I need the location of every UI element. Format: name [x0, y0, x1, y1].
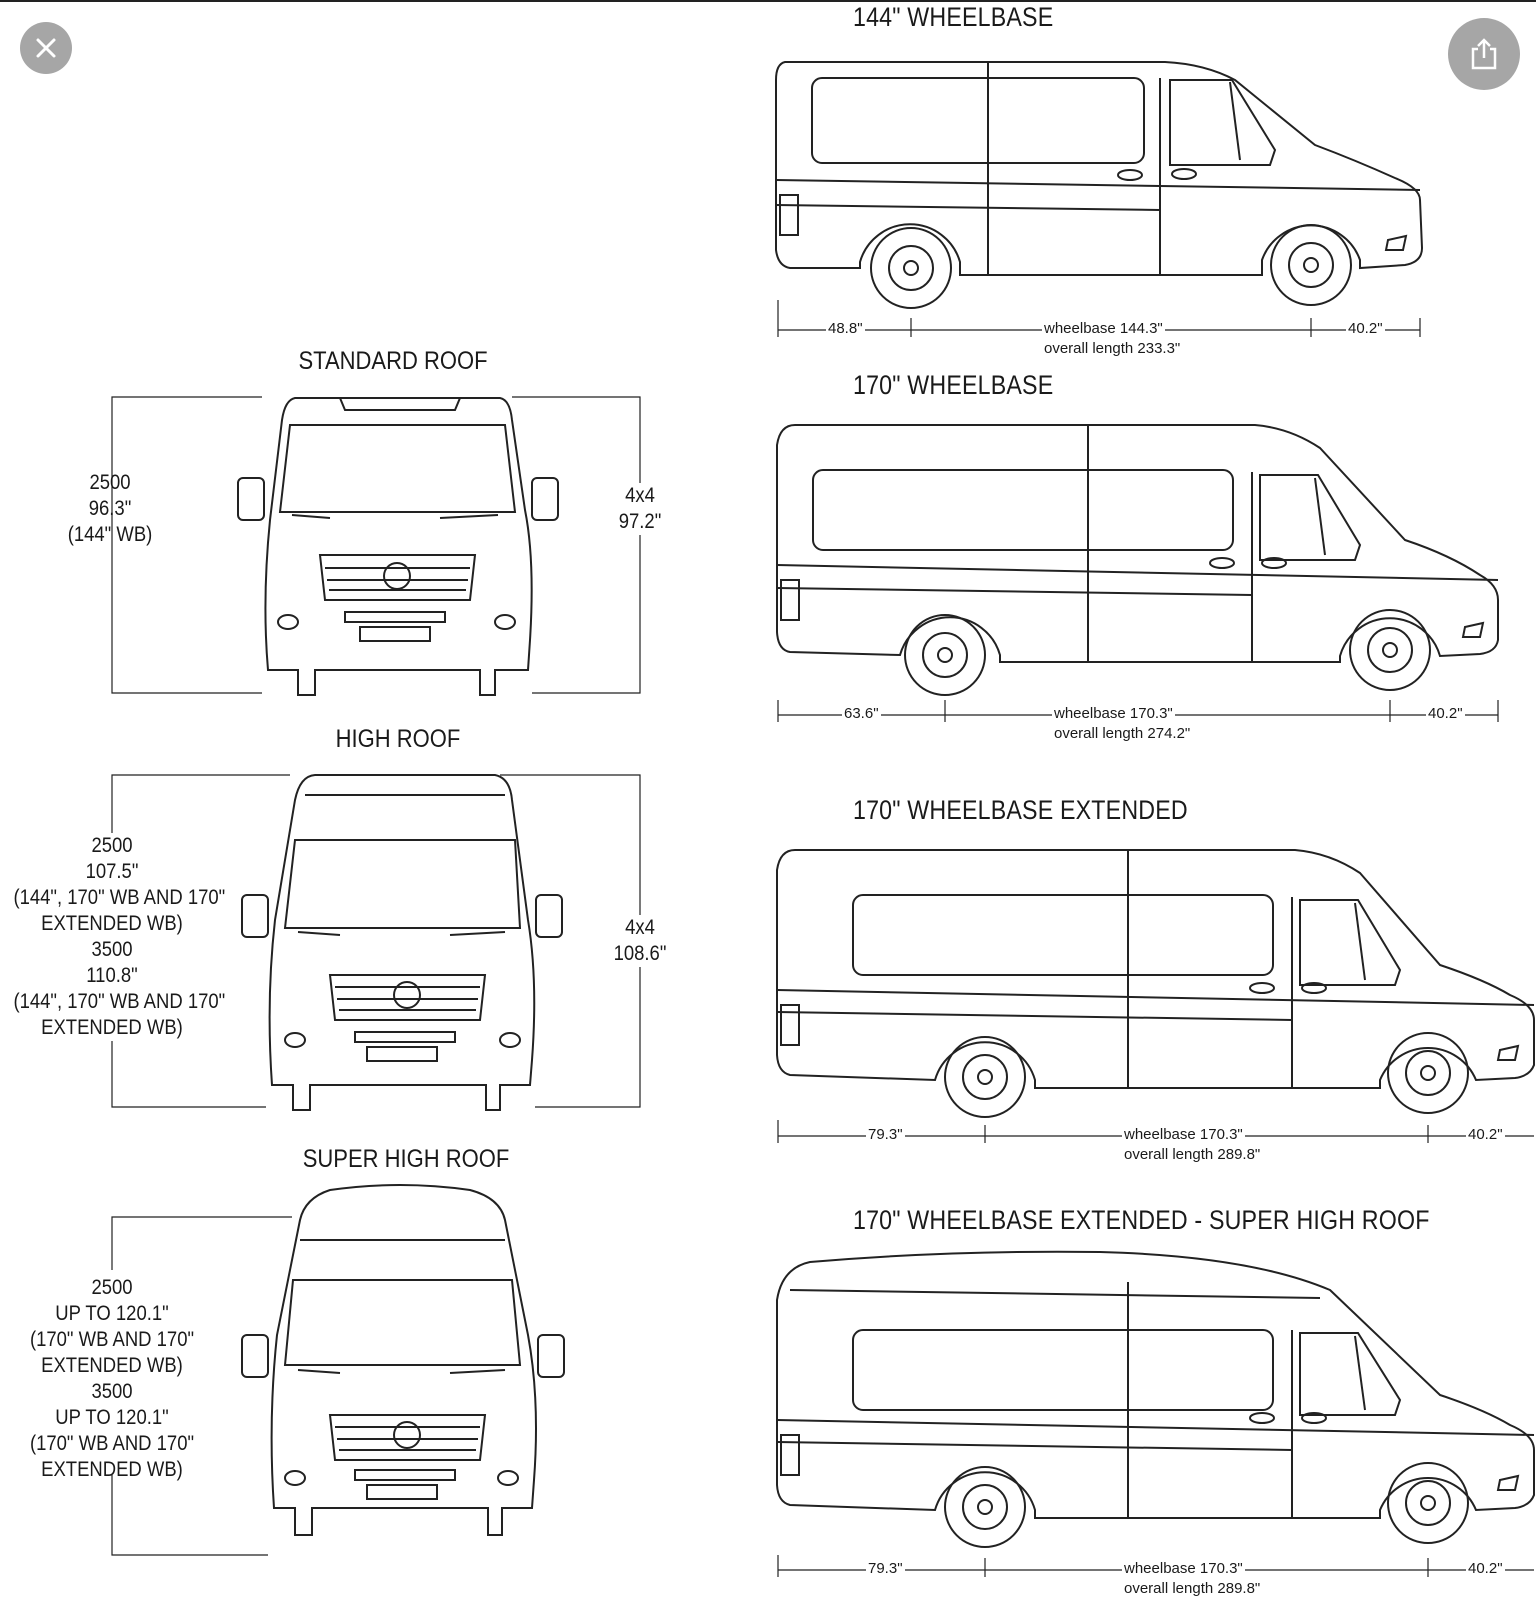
spec-line: UP TO 120.1" [55, 1302, 169, 1325]
side-view-title-170-ext-super-high: 170" WHEELBASE EXTENDED - SUPER HIGH ROO… [853, 1205, 1430, 1235]
spec-line: EXTENDED WB) [41, 912, 183, 935]
top-border [0, 0, 1536, 2]
share-icon [1471, 38, 1497, 70]
front-view-title-standard: STANDARD ROOF [298, 347, 488, 375]
front-overhang-label: 40.2" [1466, 1126, 1505, 1144]
rear-overhang-label: 63.6" [842, 705, 881, 723]
spec-line: 110.8" [86, 964, 138, 987]
front-view-title-high: HIGH ROOF [335, 725, 461, 753]
spec-line: 2500 [91, 1276, 133, 1299]
rear-overhang-label: 79.3" [866, 1560, 905, 1578]
overall-length-label: overall length 289.8" [1124, 1580, 1261, 1597]
front-view-drawing-standard [111, 396, 641, 696]
spec-line: (144", 170" WB AND 170" [13, 990, 226, 1013]
spec-line: EXTENDED WB) [41, 1458, 183, 1481]
rear-overhang-label: 79.3" [866, 1126, 905, 1144]
spec-line: 96.3" [88, 497, 132, 520]
wheelbase-label: wheelbase 170.3" [1122, 1560, 1245, 1578]
spec-line: 108.6" [613, 942, 667, 965]
standard-roof-height-spec: 2500 96.3" (144" WB) [48, 470, 171, 548]
high-roof-height-spec: 2500 107.5" (144", 170" WB AND 170" EXTE… [13, 833, 226, 1041]
front-view-title-super-high: SUPER HIGH ROOF [302, 1145, 510, 1173]
spec-line: 2500 [91, 834, 133, 857]
overall-length-label: overall length 289.8" [1124, 1146, 1261, 1163]
spec-line: 3500 [91, 938, 133, 961]
front-overhang-label: 40.2" [1346, 320, 1385, 338]
side-view-title-170-ext: 170" WHEELBASE EXTENDED [853, 795, 1188, 825]
spec-line: 97.2" [618, 510, 662, 533]
spec-line: (170" WB AND 170" [29, 1328, 195, 1351]
front-overhang-label: 40.2" [1466, 1560, 1505, 1578]
spec-line: 2500 [89, 471, 131, 494]
super-high-roof-height-spec: 2500 UP TO 120.1" (170" WB AND 170" EXTE… [24, 1275, 200, 1483]
overall-length-label: overall length 233.3" [1044, 340, 1181, 357]
side-view-title-144: 144" WHEELBASE [853, 2, 1054, 32]
spec-line: UP TO 120.1" [55, 1406, 169, 1429]
wheelbase-label: wheelbase 170.3" [1122, 1126, 1245, 1144]
rear-overhang-label: 48.8" [826, 320, 865, 338]
spec-line: 3500 [91, 1380, 133, 1403]
spec-line: 4x4 [625, 916, 655, 939]
wheelbase-label: wheelbase 144.3" [1042, 320, 1165, 338]
spec-line: 107.5" [85, 860, 139, 883]
side-view-title-170: 170" WHEELBASE [853, 370, 1054, 400]
spec-line: (170" WB AND 170" [29, 1432, 195, 1455]
front-overhang-label: 40.2" [1426, 705, 1465, 723]
front-view-drawing-super-high [111, 1184, 565, 1556]
close-icon [36, 38, 56, 58]
standard-roof-4x4-spec: 4x4 97.2" [604, 483, 676, 535]
overall-length-label: overall length 274.2" [1054, 725, 1191, 742]
wheelbase-label: wheelbase 170.3" [1052, 705, 1175, 723]
spec-line: 4x4 [625, 484, 655, 507]
spec-line: EXTENDED WB) [41, 1016, 183, 1039]
high-roof-4x4-spec: 4x4 108.6" [604, 915, 676, 967]
spec-line: (144" WB) [67, 523, 153, 546]
spec-line: (144", 170" WB AND 170" [13, 886, 226, 909]
spec-line: EXTENDED WB) [41, 1354, 183, 1377]
share-button[interactable] [1448, 18, 1520, 90]
close-button[interactable] [20, 22, 72, 74]
